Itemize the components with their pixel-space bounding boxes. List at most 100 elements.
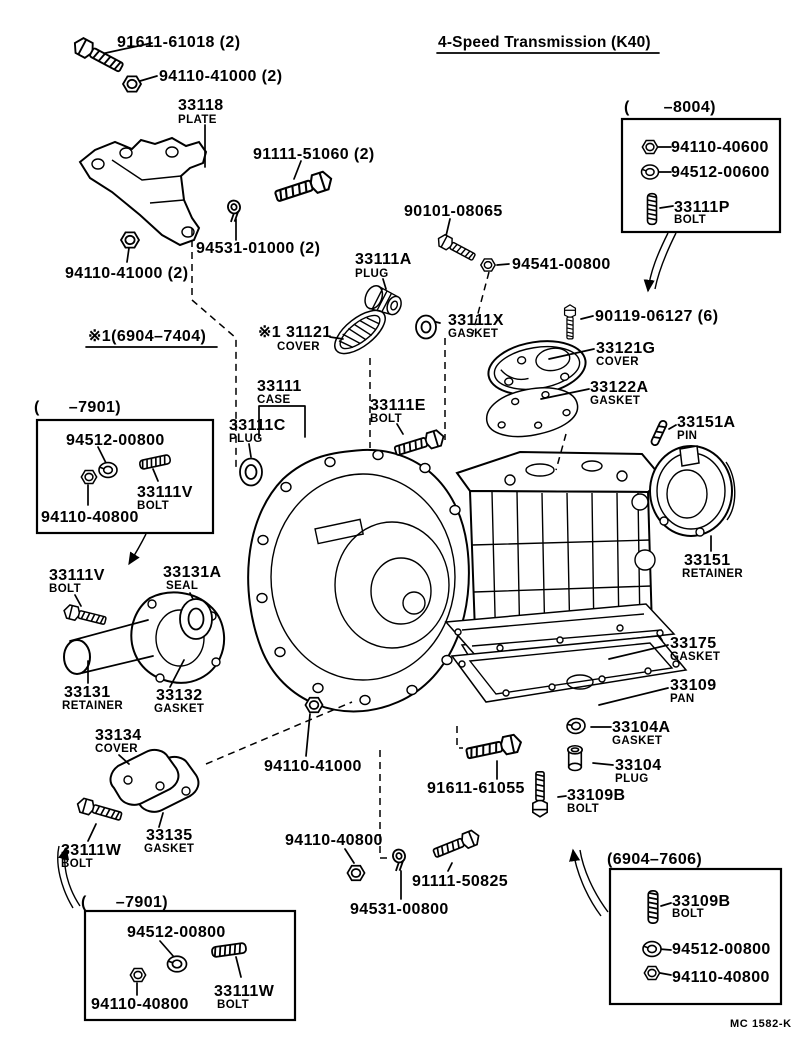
part-number-94512-00800-b: 94512-00800 xyxy=(127,924,226,941)
reference-arrows xyxy=(57,232,677,917)
bolt-icon xyxy=(74,796,124,825)
part-number-33104A: 33104A xyxy=(612,719,670,736)
part-number-33135: 33135 xyxy=(146,827,193,844)
bolt-icon xyxy=(272,168,336,207)
plug-33111A-shape xyxy=(364,284,402,316)
variant-box-border xyxy=(83,909,297,1022)
part-number-33131A: 33131A xyxy=(163,564,221,581)
part-number-94541-00800: 94541-00800 xyxy=(512,256,611,273)
part-number-33109: 33109 xyxy=(670,677,717,694)
part-number-94110-40800-b: 94110-40800 xyxy=(91,996,189,1013)
part-number-91111-50825: 91111-50825 xyxy=(412,873,508,890)
part-sublabel-33134: COVER xyxy=(95,743,138,755)
part-sublabel-33109B-box: BOLT xyxy=(672,908,704,920)
part-number-33151: 33151 xyxy=(684,552,731,569)
oil-pan-33109-shape xyxy=(450,635,688,703)
part-number-91111-51060: 91111-51060 (2) xyxy=(253,146,375,163)
variant-box-border xyxy=(620,117,782,234)
part-sublabel-33111X: GASKET xyxy=(448,328,498,340)
part-number-90119-06127: 90119-06127 (6) xyxy=(595,308,718,325)
part-number-33122A: 33122A xyxy=(590,379,648,396)
part-number-33104: 33104 xyxy=(615,757,662,774)
variant-box-border xyxy=(608,867,783,1006)
gasket-33122A-shape xyxy=(486,387,579,438)
part-sublabel-33111P: BOLT xyxy=(674,214,706,226)
part-number-33132: 33132 xyxy=(156,687,203,704)
plate-33118-shape xyxy=(78,136,208,247)
part-number-33111: 33111 xyxy=(257,378,302,395)
part-number-94110-40800-r: 94110-40800 xyxy=(672,969,770,986)
stud-icon xyxy=(647,889,659,925)
washer-icon xyxy=(166,955,188,973)
part-sublabel-33109B: BOLT xyxy=(567,803,599,815)
part-number-33118: 33118 xyxy=(178,97,224,114)
bolt-icon xyxy=(430,827,483,862)
bolt-icon xyxy=(392,427,447,460)
part-number-33111A: 33111A xyxy=(355,251,412,268)
part-sublabel-33111W: BOLT xyxy=(61,858,93,870)
nut-icon xyxy=(346,864,366,882)
part-sublabel-33104: PLUG xyxy=(615,773,649,785)
part-number-33111C: 33111C xyxy=(229,417,286,434)
bolt-icon xyxy=(531,770,549,818)
dashed-leader-lines xyxy=(191,228,567,859)
part-number-91611-61018: 91611-61018 (2) xyxy=(117,34,240,51)
nut-icon xyxy=(641,139,659,155)
bolt-icon xyxy=(464,732,524,764)
part-number-94110-40800-mid: 94110-40800 xyxy=(285,832,383,849)
part-sublabel-33111V-box: BOLT xyxy=(137,500,169,512)
part-number-33111V: 33111V xyxy=(49,567,105,584)
part-number-33111W-box: 33111W xyxy=(214,983,275,1000)
variant-box-6904-7606: (6904–7606) 33109B BOLT 94512-00800 9411… xyxy=(607,851,783,1006)
part-number-94110-41000-left: 94110-41000 (2) xyxy=(65,265,188,282)
part-sublabel-33111A: PLUG xyxy=(355,268,389,280)
part-sublabel-33151A: PIN xyxy=(677,430,697,442)
part-number-33134: 33134 xyxy=(95,727,142,744)
part-sublabel-33104A: GASKET xyxy=(612,735,662,747)
part-number-94512-00800: 94512-00800 xyxy=(66,432,165,449)
part-sublabel-31121: COVER xyxy=(277,341,320,353)
part-number-33111E: 33111E xyxy=(370,397,426,414)
part-sublabel-33109: PAN xyxy=(670,693,695,705)
part-number-94531-00800: 94531-00800 xyxy=(350,901,449,918)
plug-icon xyxy=(566,744,584,772)
part-number-94512-00800-r: 94512-00800 xyxy=(672,941,771,958)
part-sublabel-33111: CASE xyxy=(257,394,291,406)
ring-plug-icon xyxy=(239,457,263,487)
variant-box-8004: ( –8004) 94110-40600 94512-00600 33111P … xyxy=(620,99,782,234)
bolt-icon xyxy=(61,603,108,629)
part-number-90101-08065: 90101-08065 xyxy=(404,203,503,220)
gasket-33175-shape xyxy=(444,603,676,657)
variant-box-header: ( –7901) xyxy=(34,399,121,416)
nut-icon xyxy=(304,696,324,714)
part-number-33109B: 33109B xyxy=(567,787,625,804)
variant-box-header: ( –8004) xyxy=(624,99,716,116)
part-sublabel-33132: GASKET xyxy=(154,703,204,715)
part-number-33111P: 33111P xyxy=(674,199,730,216)
variant-box-border xyxy=(35,418,215,535)
cover-31121-shape xyxy=(334,309,386,355)
nut-icon xyxy=(80,469,98,485)
nut-icon xyxy=(122,75,142,93)
retainer-33151-shape xyxy=(649,445,736,537)
washer-icon xyxy=(98,461,118,479)
leader-lines xyxy=(74,42,712,996)
pin-icon xyxy=(649,418,669,448)
washer-icon xyxy=(642,940,662,958)
drawing-code: MC 1582-K xyxy=(730,1018,792,1030)
part-sublabel-33111E: BOLT xyxy=(370,413,402,425)
bolt-icon xyxy=(434,232,478,264)
washer-icon xyxy=(640,164,660,180)
part-number-94110-41000-bottom: 94110-41000 xyxy=(264,758,362,775)
part-number-33111X: 33111X xyxy=(448,312,504,329)
variant-box-header: (6904–7606) xyxy=(607,851,702,868)
part-number-33121G: 33121G xyxy=(596,340,655,357)
part-number-91611-61055: 91611-61055 xyxy=(427,780,525,797)
part-number-94110-40600: 94110-40600 xyxy=(671,139,769,156)
part-sublabel-33111C: PLUG xyxy=(229,433,263,445)
part-sublabel-33151: RETAINER xyxy=(682,568,743,580)
page-title: 4-Speed Transmission (K40) xyxy=(438,34,651,51)
variant-box-header: ( –7901) xyxy=(81,894,168,911)
variant-box-7901-left: ( –7901) 94512-00800 33111V BOLT 94110-4… xyxy=(34,399,215,535)
